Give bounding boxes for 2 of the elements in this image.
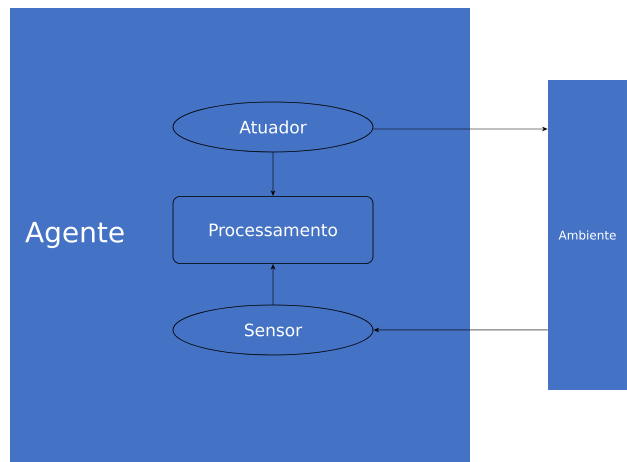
- process-box: Processamento: [172, 196, 374, 264]
- environment-box: Ambiente: [548, 80, 627, 390]
